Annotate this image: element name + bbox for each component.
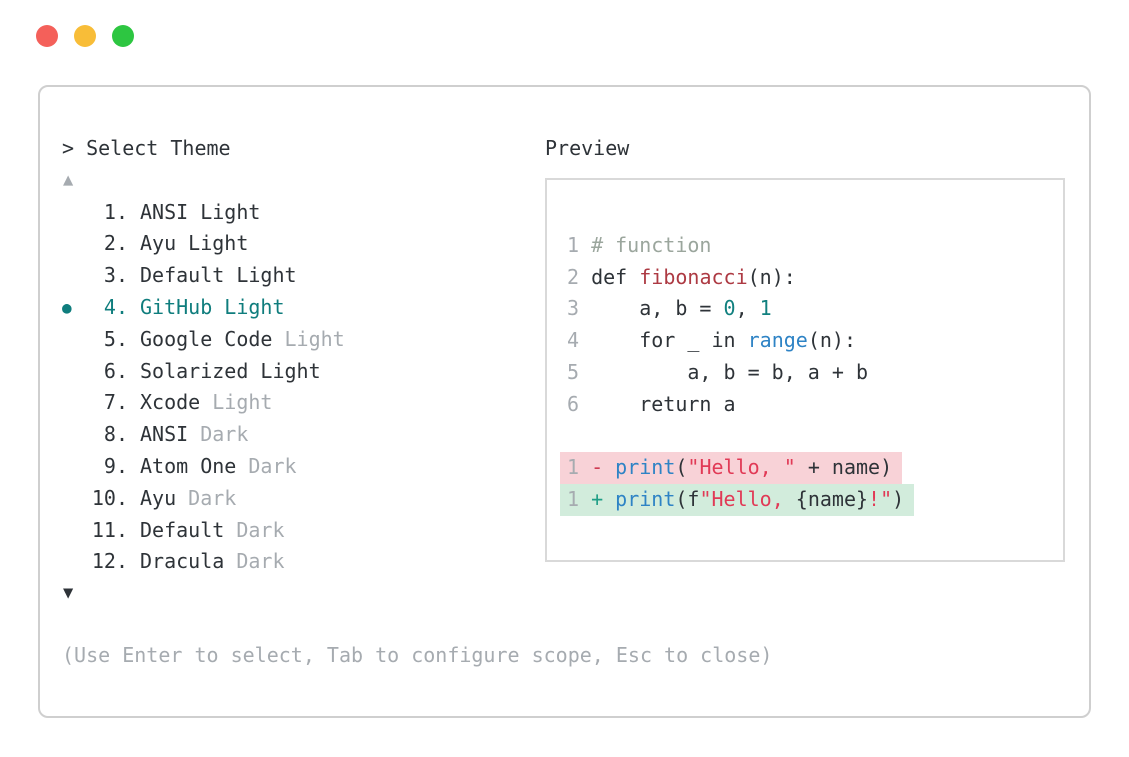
theme-number: 4. <box>103 294 128 319</box>
theme-list-item[interactable]: ● 4. GitHub Light <box>62 292 545 324</box>
line-number: 5 <box>567 359 580 384</box>
theme-name: GitHub Light <box>140 294 285 319</box>
theme-list-item[interactable]: 11. Default Dark <box>62 515 545 547</box>
theme-list-item[interactable]: 8. ANSI Dark <box>62 419 545 451</box>
code-line: 5 a, b = b, a + b <box>567 357 1045 389</box>
theme-list-item[interactable]: 3. Default Light <box>62 260 545 292</box>
minimize-button[interactable] <box>74 25 96 47</box>
line-number: 6 <box>567 391 580 416</box>
theme-number: 5. <box>103 326 128 351</box>
theme-name: ANSI Light <box>140 199 261 224</box>
theme-name: Default Dark <box>140 517 285 542</box>
theme-name: Xcode Light <box>140 390 273 415</box>
theme-number: 2. <box>103 231 128 256</box>
theme-list: 1. ANSI Light 2. Ayu Light 3. Default Light ● 4… <box>62 197 545 579</box>
theme-number: 1. <box>103 199 128 224</box>
code-line: 6 return a <box>567 389 1045 421</box>
theme-list-item[interactable]: 10. Ayu Dark <box>62 483 545 515</box>
theme-name: Ayu Dark <box>140 485 237 510</box>
maximize-button[interactable] <box>112 25 134 47</box>
theme-number: 8. <box>103 422 128 447</box>
code-line: 4 for _ in range(n): <box>567 325 1045 357</box>
line-number: 3 <box>567 296 580 321</box>
code-line: 1+ print(f"Hello, {name}!") <box>560 484 1045 516</box>
code-line: 1- print("Hello, " + name) <box>560 452 1045 485</box>
line-number: 2 <box>567 264 580 289</box>
window-controls <box>36 25 134 47</box>
selected-bullet-icon: ● <box>62 297 72 317</box>
theme-number: 3. <box>103 263 128 288</box>
close-button[interactable] <box>36 25 58 47</box>
theme-name: Ayu Light <box>140 231 249 256</box>
theme-list-item[interactable]: 1. ANSI Light <box>62 197 545 229</box>
code-line <box>567 421 1045 453</box>
theme-number: 7. <box>103 390 128 415</box>
code-line: 3 a, b = 0, 1 <box>567 293 1045 325</box>
theme-name: Solarized Light <box>140 358 321 383</box>
theme-name: Google Code Light <box>140 326 345 351</box>
line-number: 4 <box>567 328 580 353</box>
theme-name: Atom One Dark <box>140 453 297 478</box>
theme-list-section: > Select Theme ▲ 1. ANSI Light 2. Ayu Light… <box>62 133 773 672</box>
theme-number: 10. <box>91 485 128 510</box>
theme-name: ANSI Dark <box>140 422 249 447</box>
line-number: 1 <box>567 487 580 512</box>
theme-list-item[interactable]: 6. Solarized Light <box>62 356 545 388</box>
theme-list-item[interactable]: 7. Xcode Light <box>62 387 545 419</box>
select-theme-prompt: > Select Theme <box>62 136 231 160</box>
theme-list-item[interactable]: 2. Ayu Light <box>62 228 545 260</box>
theme-number: 11. <box>91 517 128 542</box>
theme-number: 9. <box>103 453 128 478</box>
theme-list-item[interactable]: 5. Google Code Light <box>62 324 545 356</box>
code-line: 1# function <box>567 230 1045 262</box>
theme-name: Dracula Dark <box>140 549 285 574</box>
theme-number: 12. <box>91 549 128 574</box>
scroll-up-icon[interactable]: ▲ <box>63 169 74 190</box>
line-number: 1 <box>567 455 580 480</box>
theme-list-item[interactable]: 12. Dracula Dark <box>62 546 545 578</box>
theme-name: Default Light <box>140 263 297 288</box>
line-number: 1 <box>567 232 580 257</box>
theme-picker-panel: > Select Theme ▲ 1. ANSI Light 2. Ayu Light… <box>38 85 1091 718</box>
help-text: (Use Enter to select, Tab to configure s… <box>62 642 773 667</box>
theme-number: 6. <box>103 358 128 383</box>
preview-title: Preview <box>545 136 630 160</box>
scroll-down-icon[interactable]: ▼ <box>63 583 74 604</box>
theme-list-item[interactable]: 9. Atom One Dark <box>62 451 545 483</box>
